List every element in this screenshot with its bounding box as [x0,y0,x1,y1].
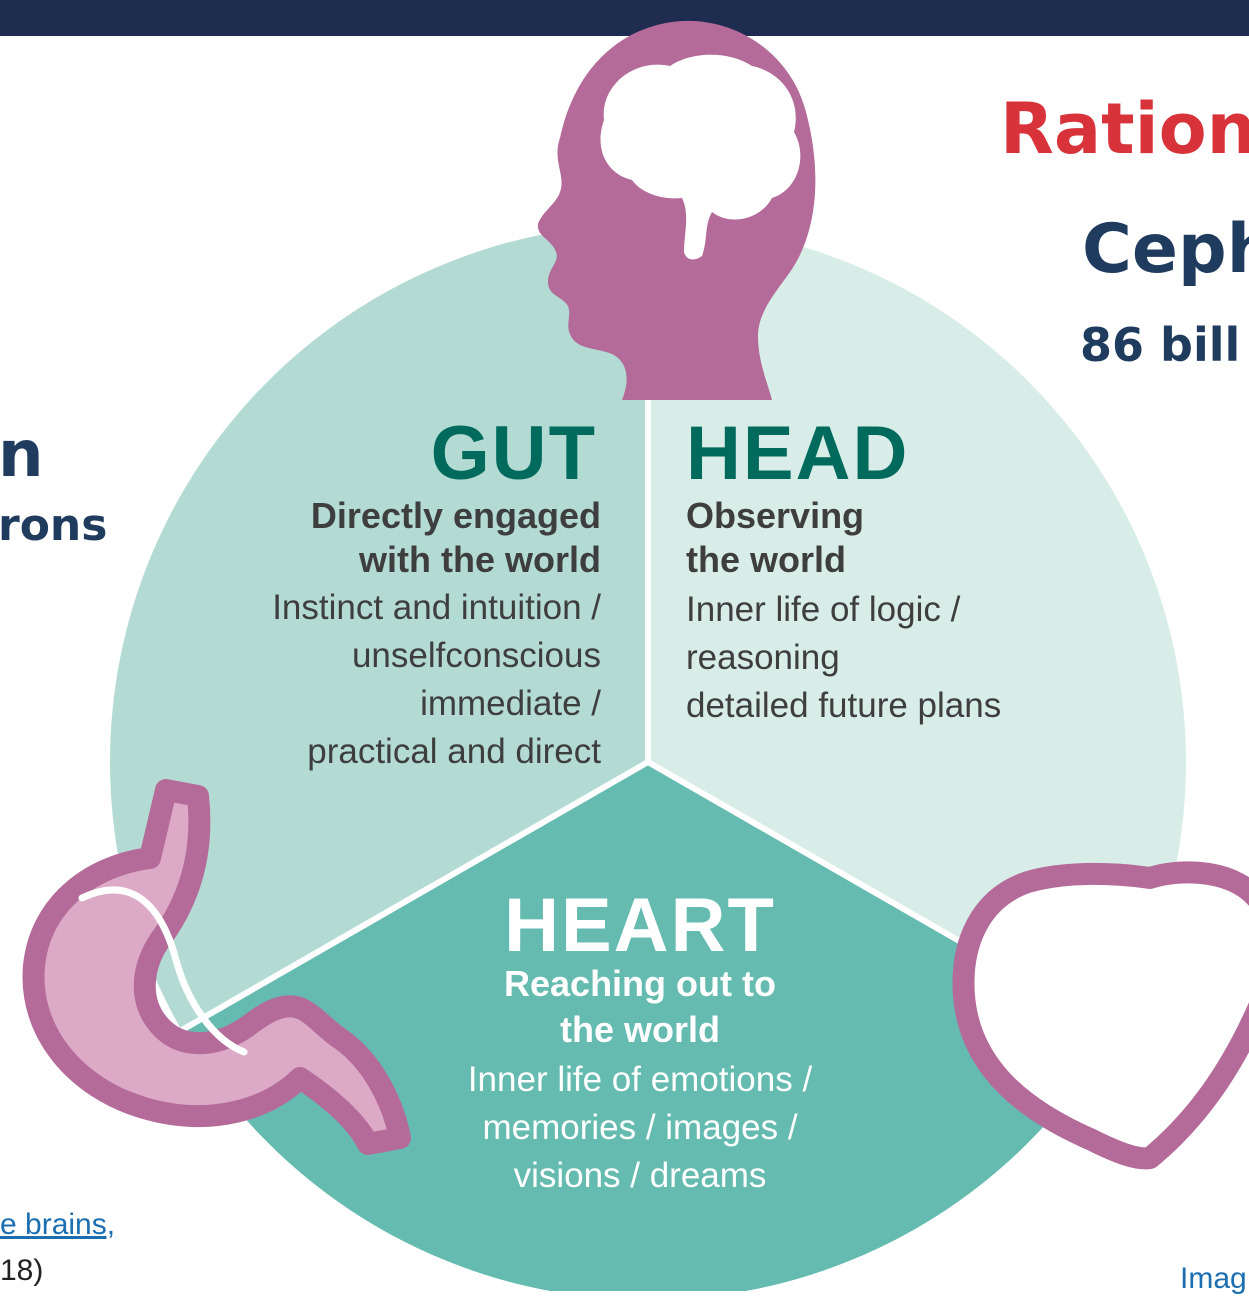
heart-detail: visions / dreams [380,1152,900,1200]
left-title-navy: n [0,418,44,492]
citation-year: 18) [0,1254,43,1288]
head-detail: Inner life of logic / [686,586,960,634]
gut-detail: immediate / [420,680,601,728]
heart-subtitle-line2: the world [390,1008,890,1052]
citation-link[interactable]: e brains, [0,1208,115,1242]
head-title: HEAD [686,416,909,492]
head-detail: reasoning [686,634,840,682]
head-subtitle-line1: Observing [686,494,864,538]
right-title-red: Ration [1000,88,1249,170]
head-detail: detailed future plans [686,682,1001,730]
left-subtitle: rons [0,500,107,551]
gut-detail: unselfconscious [352,632,601,680]
gut-detail: practical and direct [307,728,601,776]
gut-detail: Instinct and intuition / [272,584,601,632]
gut-subtitle-line1: Directly engaged [311,494,601,538]
heart-subtitle-line1: Reaching out to [390,962,890,1006]
right-title-navy: Ceph [1082,210,1249,289]
right-subtitle: 86 bill [1080,318,1240,372]
head-subtitle-line2: the world [686,538,846,582]
heart-detail: Inner life of emotions / [380,1056,900,1104]
heart-title: HEART [440,888,840,964]
gut-title: GUT [431,416,597,492]
heart-detail: memories / images / [380,1104,900,1152]
gut-subtitle-line2: with the world [359,538,601,582]
